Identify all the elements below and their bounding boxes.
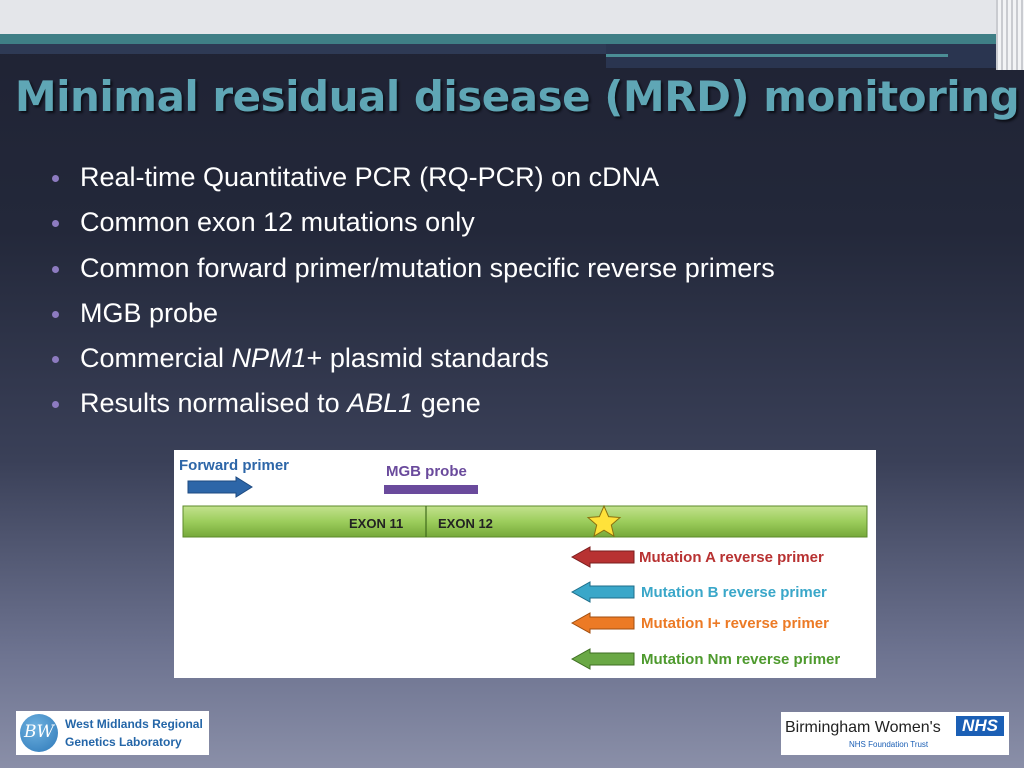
gene-name-italic: ABL1 <box>347 388 414 419</box>
reverse-primer-i-arrow-icon <box>570 612 635 634</box>
reverse-primer-b-label: Mutation B reverse primer <box>641 584 827 601</box>
lab-name-line1: West Midlands Regional <box>65 717 203 731</box>
bullet-item: Commercial NPM1+ plasmid standards <box>52 337 775 382</box>
bullet-text: Commercial <box>80 343 232 374</box>
gene-bar <box>182 505 868 538</box>
slide-title: Minimal residual disease (MRD) monitorin… <box>14 72 1020 121</box>
nhs-logo-icon: NHS <box>956 716 1004 736</box>
bullet-item: Common forward primer/mutation specific … <box>52 247 775 292</box>
birmingham-womens-logo: Birmingham Women's NHS NHS Foundation Tr… <box>781 712 1009 755</box>
edge-stripes <box>996 0 1024 70</box>
bullet-item: Real-time Quantitative PCR (RQ-PCR) on c… <box>52 156 775 201</box>
bullet-item: Results normalised to ABL1 gene <box>52 382 775 427</box>
bullet-dot-icon <box>52 265 59 273</box>
primer-diagram: Forward primer MGB probe EXON 11 EXON 12… <box>174 450 876 678</box>
reverse-primer-a-arrow-icon <box>570 546 635 568</box>
lab-name-line2: Genetics Laboratory <box>65 735 182 749</box>
bullet-dot-icon <box>52 310 59 318</box>
bullet-dot-icon <box>52 401 59 409</box>
trust-subtitle: NHS Foundation Trust <box>849 740 929 749</box>
reverse-primer-nm-label: Mutation Nm reverse primer <box>641 651 840 668</box>
reverse-primer-b-arrow-icon <box>570 581 635 603</box>
wmrgl-logo: BW West Midlands Regional Genetics Labor… <box>16 711 209 755</box>
bullet-text: Common exon 12 mutations only <box>80 207 475 238</box>
bullet-item: Common exon 12 mutations only <box>52 201 775 246</box>
exon-12-label: EXON 12 <box>438 516 493 531</box>
gene-name-italic: NPM1 <box>231 343 307 374</box>
top-banner-strip <box>0 0 1024 34</box>
bullet-dot-icon <box>52 175 59 182</box>
right-accent-line <box>606 54 948 57</box>
bullet-text: Real-time Quantitative PCR (RQ-PCR) on c… <box>80 162 660 192</box>
bullet-list: Real-time Quantitative PCR (RQ-PCR) on c… <box>52 156 775 428</box>
mgb-probe-label: MGB probe <box>386 463 467 480</box>
trust-name: Birmingham Women's <box>785 719 941 736</box>
bullet-text-tail: gene <box>413 388 481 419</box>
mutation-star-icon <box>586 504 622 538</box>
exon-11-label: EXON 11 <box>349 516 403 531</box>
mgb-probe-bar <box>384 485 478 494</box>
forward-primer-arrow-icon <box>187 476 253 498</box>
bw-logo-mark-icon: BW <box>20 714 58 752</box>
bullet-text: MGB probe <box>80 297 219 328</box>
reverse-primer-nm-arrow-icon <box>570 648 635 670</box>
forward-primer-label: Forward primer <box>179 457 289 474</box>
bw-logo-mark-text: BW <box>24 722 54 742</box>
bullet-dot-icon <box>52 220 59 228</box>
bullet-item: MGB probe <box>52 292 775 337</box>
dark-accent-band <box>0 44 606 54</box>
bullet-dot-icon <box>52 356 59 364</box>
reverse-primer-i-label: Mutation I+ reverse primer <box>641 615 829 632</box>
reverse-primer-a-label: Mutation A reverse primer <box>639 549 824 566</box>
teal-accent-bar <box>0 34 1024 44</box>
primer-diagram-svg: Forward primer MGB probe EXON 11 EXON 12… <box>179 457 868 670</box>
bullet-text-tail: + plasmid standards <box>306 343 549 374</box>
bullet-text: Results normalised to <box>80 388 348 419</box>
bullet-text: Common forward primer/mutation specific … <box>80 252 775 283</box>
